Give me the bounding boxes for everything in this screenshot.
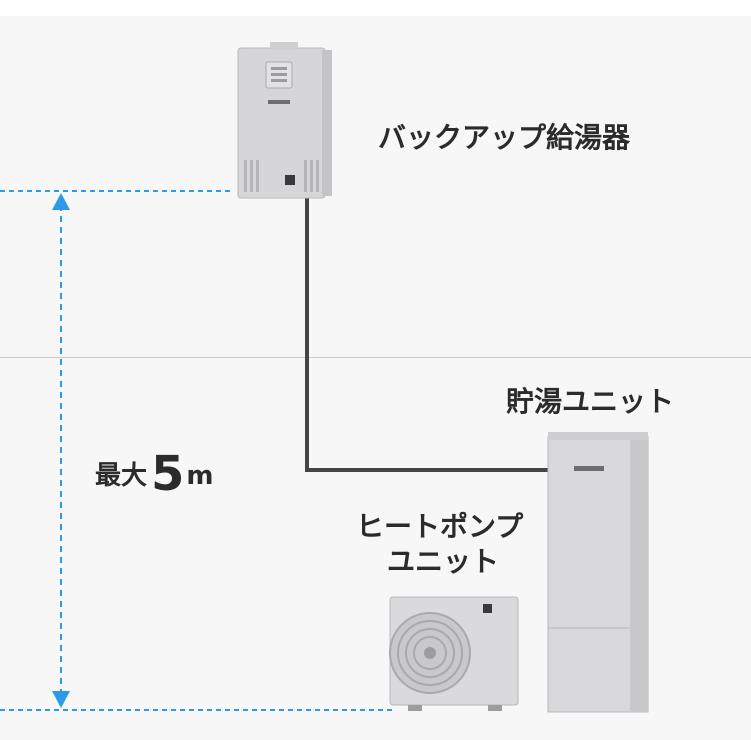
arrow-up-head	[52, 193, 70, 210]
floor-divider	[0, 357, 751, 358]
heat-pump-unit	[389, 596, 519, 711]
max-prefix: 最大	[95, 461, 148, 491]
upper-floor-area	[0, 16, 751, 358]
heat-pump-label-line1: ヒートポンプ	[356, 510, 524, 543]
max-value: 5	[151, 446, 185, 502]
storage-unit-label: 貯湯ユニット	[506, 385, 675, 418]
backup-heater-label: バックアップ給湯器	[378, 121, 631, 154]
backup-heater-unit	[237, 42, 332, 199]
arrow-down-head	[52, 691, 70, 708]
heat-pump-label-line2: ユニット	[387, 545, 500, 578]
max-unit: m	[186, 461, 214, 491]
storage-tank-unit	[547, 432, 649, 713]
max-height-label: 最大5m	[95, 440, 214, 502]
connection-pipe	[305, 196, 548, 472]
